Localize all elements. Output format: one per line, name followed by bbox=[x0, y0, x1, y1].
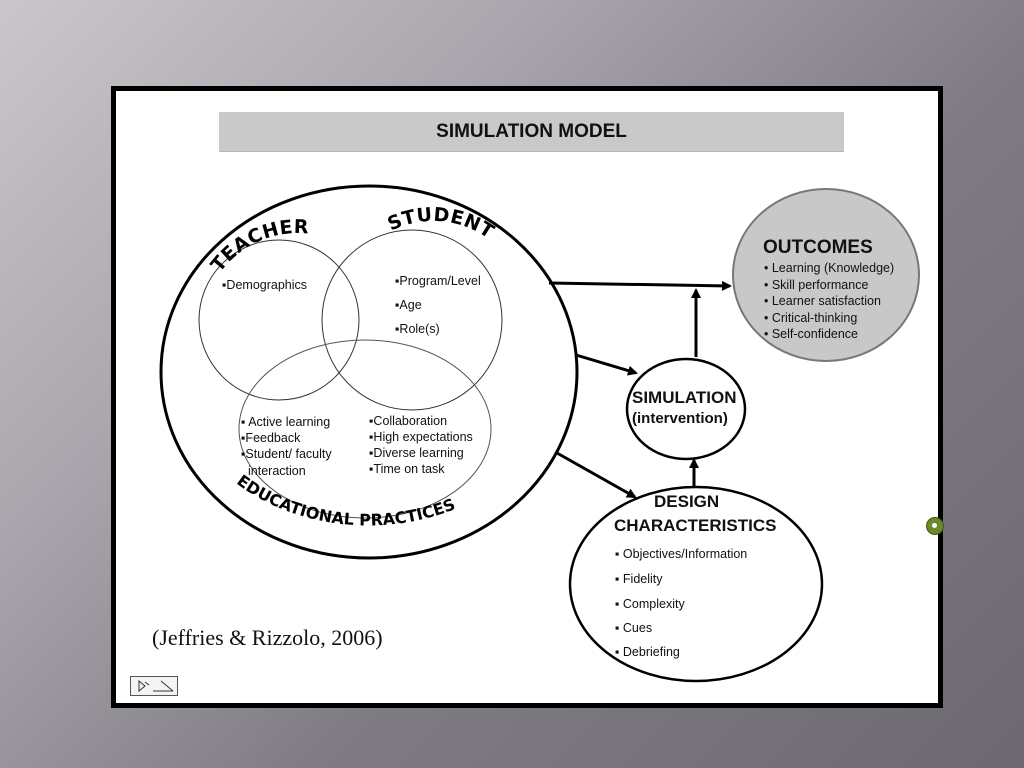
practices-item: ▪ Active learning bbox=[241, 415, 330, 429]
simulation-model-diagram: TEACHER STUDENT EDUCATIONAL PRACTICES ▪D… bbox=[159, 184, 920, 683]
design-item: ▪ Cues bbox=[615, 621, 652, 635]
practices-label: EDUCATIONAL PRACTICES bbox=[234, 471, 458, 530]
simulation-label: SIMULATION bbox=[632, 388, 737, 407]
student-item: ▪Role(s) bbox=[395, 322, 440, 336]
design-title: DESIGN bbox=[654, 492, 719, 511]
slide-nav-dot-icon[interactable] bbox=[926, 517, 944, 535]
practices-item: ▪Collaboration bbox=[369, 414, 447, 428]
citation: (Jeffries & Rizzolo, 2006) bbox=[152, 625, 383, 650]
practices-item: ▪High expectations bbox=[369, 430, 473, 444]
notes-icon[interactable] bbox=[130, 676, 178, 696]
outcomes-item: • Critical-thinking bbox=[764, 311, 857, 325]
slide-title: SIMULATION MODEL bbox=[219, 112, 844, 152]
practices-item: ▪Time on task bbox=[369, 462, 445, 476]
practices-item: ▪Diverse learning bbox=[369, 446, 464, 460]
simulation-circle bbox=[625, 357, 747, 461]
teacher-circle bbox=[198, 239, 360, 401]
simulation-sublabel: (intervention) bbox=[632, 410, 728, 427]
outcomes-circle bbox=[732, 188, 920, 362]
outcomes-title: OUTCOMES bbox=[763, 237, 873, 258]
slide-content: TEACHER STUDENT EDUCATIONAL PRACTICES ▪D… bbox=[116, 91, 938, 703]
student-circle bbox=[321, 229, 503, 411]
student-item: ▪Program/Level bbox=[395, 274, 481, 288]
practices-circle bbox=[238, 339, 492, 519]
practices-item: ▪Feedback bbox=[241, 431, 301, 445]
practices-item: interaction bbox=[248, 464, 306, 478]
design-item: ▪ Objectives/Information bbox=[615, 547, 747, 561]
design-item: ▪ Debriefing bbox=[615, 645, 680, 659]
student-item: ▪Age bbox=[395, 298, 422, 312]
design-circle bbox=[568, 485, 824, 683]
practices-item: ▪Student/ faculty bbox=[241, 447, 332, 461]
arrow-to-simulation bbox=[575, 353, 638, 376]
teacher-item: ▪Demographics bbox=[222, 278, 307, 292]
teacher-label: TEACHER bbox=[207, 216, 310, 276]
design-item: ▪ Fidelity bbox=[615, 572, 663, 586]
outer-circle bbox=[159, 184, 579, 560]
slide-frame: TEACHER STUDENT EDUCATIONAL PRACTICES ▪D… bbox=[111, 86, 943, 708]
design-title: CHARACTERISTICS bbox=[614, 516, 776, 535]
design-item: ▪ Complexity bbox=[615, 597, 685, 611]
arrow-to-design bbox=[556, 451, 637, 499]
outcomes-item: • Learning (Knowledge) bbox=[764, 261, 894, 275]
outcomes-item: • Self-confidence bbox=[764, 327, 858, 341]
arrow-to-outcomes bbox=[548, 280, 732, 291]
student-label: STUDENT bbox=[384, 204, 498, 244]
outcomes-item: • Learner satisfaction bbox=[764, 294, 881, 308]
outcomes-item: • Skill performance bbox=[764, 278, 868, 292]
